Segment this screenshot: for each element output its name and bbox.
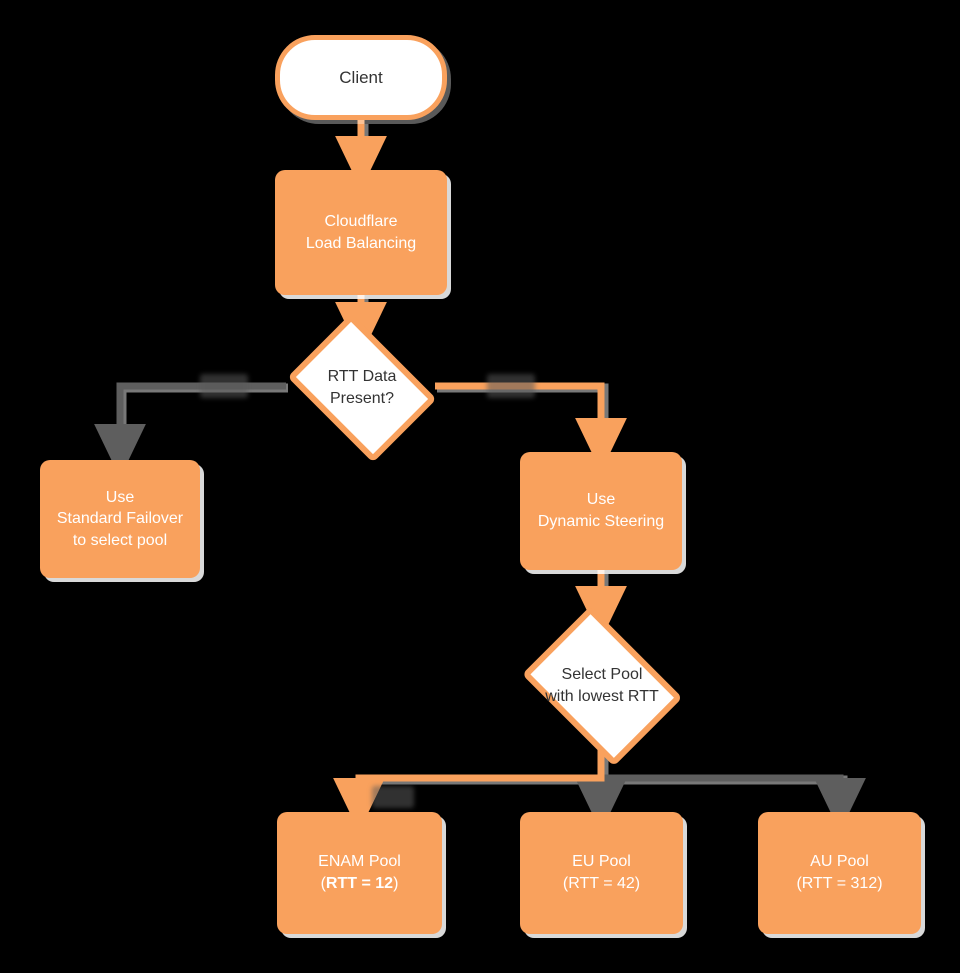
node-enam-line1: ENAM Pool — [318, 853, 401, 871]
node-rtt-line2: Present? — [329, 389, 395, 407]
node-au-pool[interactable]: AU Pool (RTT = 312) — [758, 812, 921, 934]
node-eu-pool[interactable]: EU Pool (RTT = 42) — [520, 812, 683, 934]
node-dynamic-line1: Use — [586, 491, 616, 509]
node-enam-rtt-value: RTT = 12 — [325, 875, 394, 892]
node-rtt-data-present[interactable]: RTT Data Present? — [278, 312, 446, 463]
node-clb-line2: Load Balancing — [305, 234, 417, 252]
node-failover-line1: Use — [105, 488, 135, 506]
node-dynamic-line2: Dynamic Steering — [537, 513, 665, 530]
node-enam-paren-open: ( — [320, 875, 326, 892]
node-enam-paren-close: ) — [393, 875, 399, 892]
node-eu-line2: (RTT = 42) — [562, 875, 641, 892]
node-select-line1: Select Pool — [561, 665, 643, 683]
node-dynamic-steering[interactable]: Use Dynamic Steering — [520, 452, 682, 570]
node-client-label: Client — [339, 67, 383, 87]
node-enam-pool[interactable]: ENAM Pool (RTT = 12) — [277, 812, 442, 934]
node-enam-rtt: (RTT = 12) — [321, 875, 399, 892]
node-standard-failover-label: Use Standard Failover to select pool — [51, 487, 189, 552]
node-au-pool-label: AU Pool (RTT = 312) — [790, 851, 888, 894]
node-enam-pool-label: ENAM Pool (RTT = 12) — [312, 851, 407, 894]
node-rtt-line1: RTT Data — [327, 367, 397, 385]
edge-select-to-enam — [333, 750, 605, 832]
node-au-line1: AU Pool — [810, 853, 869, 871]
edge-label-rtt-to-dynamic — [487, 374, 535, 398]
node-cloudflare-load-balancing-label: Cloudflare Load Balancing — [300, 211, 422, 254]
node-failover-line3: to select pool — [72, 531, 168, 549]
edge-label-select-to-enam — [372, 786, 414, 808]
node-select-pool-lowest-rtt[interactable]: Select Pool with lowest RTT — [512, 605, 692, 766]
node-select-line2: with lowest RTT — [545, 687, 659, 705]
node-dynamic-steering-label: Use Dynamic Steering — [532, 489, 670, 532]
edge-label-rtt-to-failover — [200, 374, 248, 398]
node-cloudflare-load-balancing[interactable]: Cloudflare Load Balancing — [275, 170, 447, 295]
node-clb-line1: Cloudflare — [324, 212, 398, 230]
node-rtt-data-present-label: RTT Data Present? — [328, 366, 397, 409]
edge-select-to-au — [601, 774, 866, 832]
node-eu-line1: EU Pool — [572, 853, 631, 871]
node-au-line2: (RTT = 312) — [796, 875, 883, 892]
node-failover-line2: Standard Failover — [56, 510, 184, 528]
node-client[interactable]: Client — [275, 35, 447, 120]
node-select-pool-label: Select Pool with lowest RTT — [545, 664, 659, 707]
node-eu-pool-label: EU Pool (RTT = 42) — [557, 851, 646, 894]
node-standard-failover[interactable]: Use Standard Failover to select pool — [40, 460, 200, 578]
